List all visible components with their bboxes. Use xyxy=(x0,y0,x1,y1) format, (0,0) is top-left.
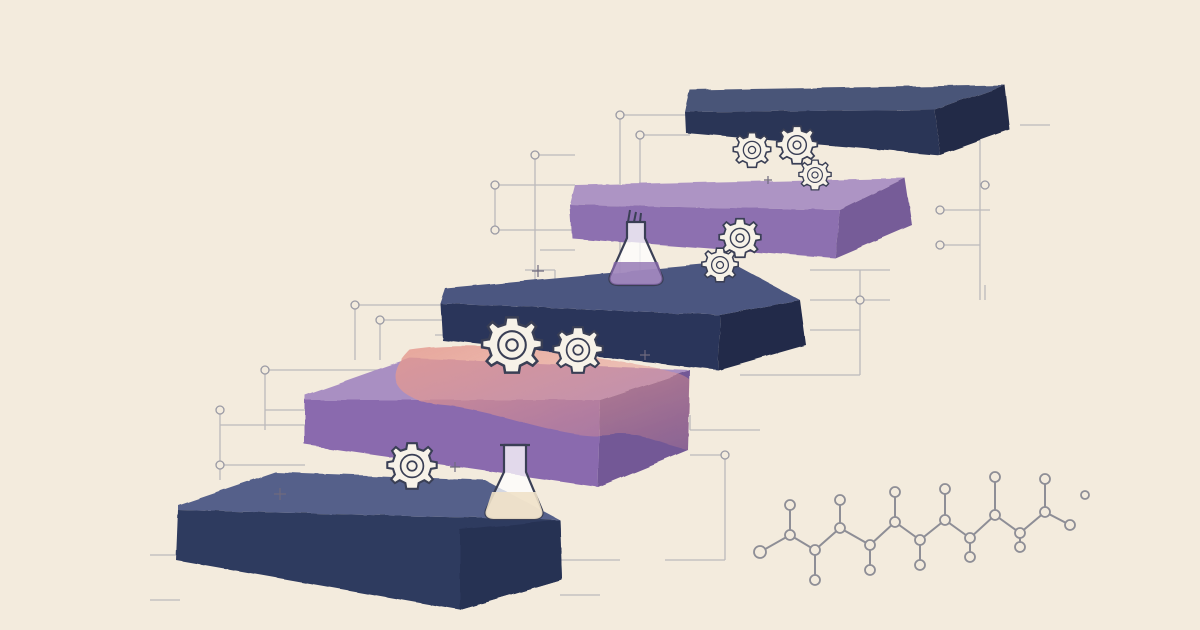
gear-icon xyxy=(701,247,739,283)
molecule-chain-icon xyxy=(753,471,1090,586)
flask-icon xyxy=(608,209,664,287)
flask-icon xyxy=(484,443,544,521)
block-1 xyxy=(176,472,562,610)
gear-icon xyxy=(775,125,819,165)
circuit-nodes xyxy=(215,110,990,470)
gear-icon xyxy=(386,442,438,490)
block-5 xyxy=(685,85,1010,155)
gear-icon xyxy=(732,131,772,169)
gear-icon xyxy=(718,217,762,259)
sparkle-marks xyxy=(274,176,772,500)
gear-icon xyxy=(480,316,544,374)
gear-icon xyxy=(798,159,832,191)
block-4 xyxy=(570,178,912,258)
block-2 xyxy=(305,346,690,487)
gear-icon xyxy=(552,326,604,374)
